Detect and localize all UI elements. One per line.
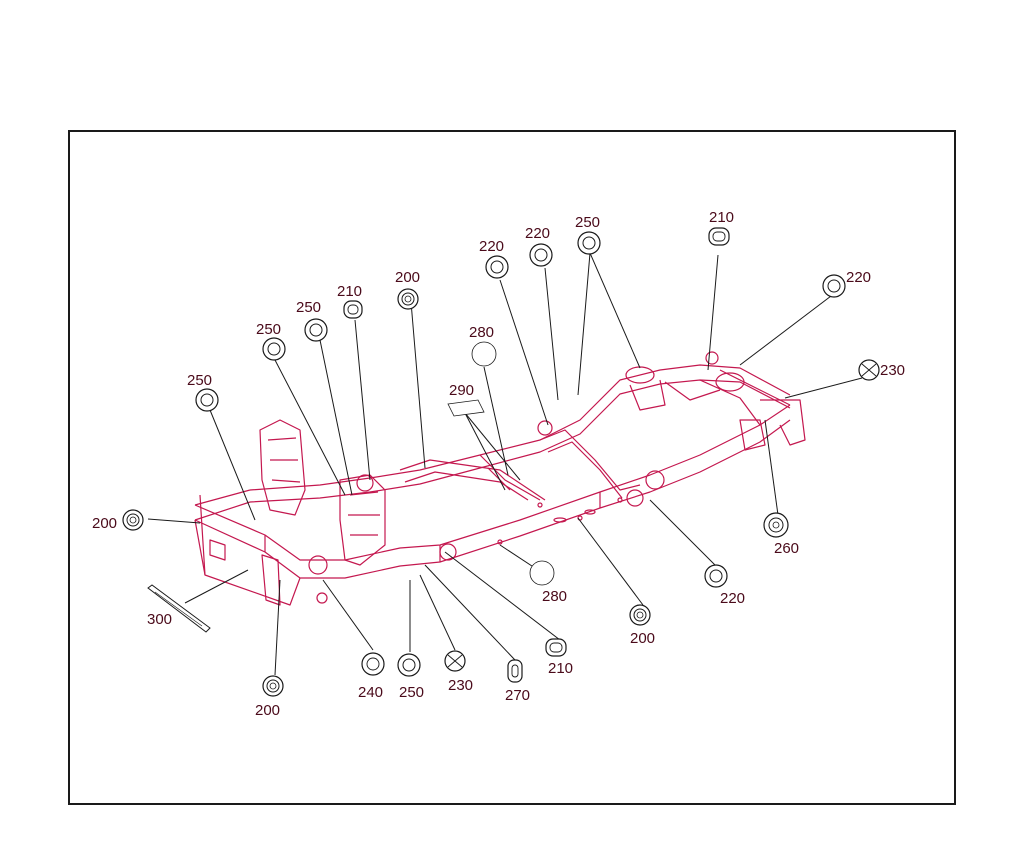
grommet-200-d bbox=[397, 288, 419, 310]
callout-label: 200 bbox=[92, 515, 117, 532]
grommet-250-d bbox=[577, 231, 601, 255]
callout-label: 200 bbox=[630, 630, 655, 647]
strip-300 bbox=[147, 584, 211, 633]
patch-280-b bbox=[529, 560, 555, 586]
callout-label: 290 bbox=[449, 382, 474, 399]
callout-label: 250 bbox=[399, 684, 424, 701]
grommet-220-c bbox=[822, 274, 846, 298]
grommet-220-d bbox=[704, 564, 728, 588]
callout-label: 270 bbox=[505, 687, 530, 704]
grommet-260 bbox=[763, 512, 789, 538]
callout-label: 220 bbox=[846, 269, 871, 286]
callout-label: 210 bbox=[548, 660, 573, 677]
diagram-border bbox=[68, 130, 956, 805]
callout-label: 250 bbox=[575, 214, 600, 231]
part-glyphs bbox=[122, 227, 880, 697]
patch-290 bbox=[447, 399, 485, 417]
callout-label: 280 bbox=[542, 588, 567, 605]
plug-210-c bbox=[545, 638, 567, 657]
grommet-200-b bbox=[262, 675, 284, 697]
plug-230-b bbox=[444, 650, 466, 672]
grommet-200-a bbox=[122, 509, 144, 531]
callout-label: 250 bbox=[187, 372, 212, 389]
callout-label: 260 bbox=[774, 540, 799, 557]
callout-label: 230 bbox=[448, 677, 473, 694]
callout-label: 220 bbox=[720, 590, 745, 607]
grommet-200-c bbox=[629, 604, 651, 626]
callout-label: 220 bbox=[525, 225, 550, 242]
grommet-220-a bbox=[485, 255, 509, 279]
grommet-250-a bbox=[195, 388, 219, 412]
plug-230-a bbox=[858, 359, 880, 381]
plug-240 bbox=[361, 652, 385, 676]
callout-labels: 200 200 200 200 210 210 210 220 220 220 … bbox=[92, 209, 905, 719]
callout-label: 210 bbox=[709, 209, 734, 226]
chassis-frame-drawing bbox=[194, 351, 806, 606]
grommet-250-e bbox=[397, 653, 421, 677]
callout-label: 250 bbox=[256, 321, 281, 338]
callout-label: 280 bbox=[469, 324, 494, 341]
callout-label: 200 bbox=[395, 269, 420, 286]
callout-label: 210 bbox=[337, 283, 362, 300]
callout-label: 250 bbox=[296, 299, 321, 316]
callout-label: 240 bbox=[358, 684, 383, 701]
callout-label: 230 bbox=[880, 362, 905, 379]
plug-210-b bbox=[708, 227, 730, 246]
plug-210-a bbox=[343, 300, 363, 319]
plug-270 bbox=[507, 659, 523, 683]
callout-label: 200 bbox=[255, 702, 280, 719]
patch-280-a bbox=[471, 341, 497, 367]
leader-lines bbox=[147, 252, 863, 676]
grommet-250-b bbox=[262, 337, 286, 361]
callout-label: 300 bbox=[147, 611, 172, 628]
callout-label: 220 bbox=[479, 238, 504, 255]
grommet-250-c bbox=[304, 318, 328, 342]
grommet-220-b bbox=[529, 243, 553, 267]
